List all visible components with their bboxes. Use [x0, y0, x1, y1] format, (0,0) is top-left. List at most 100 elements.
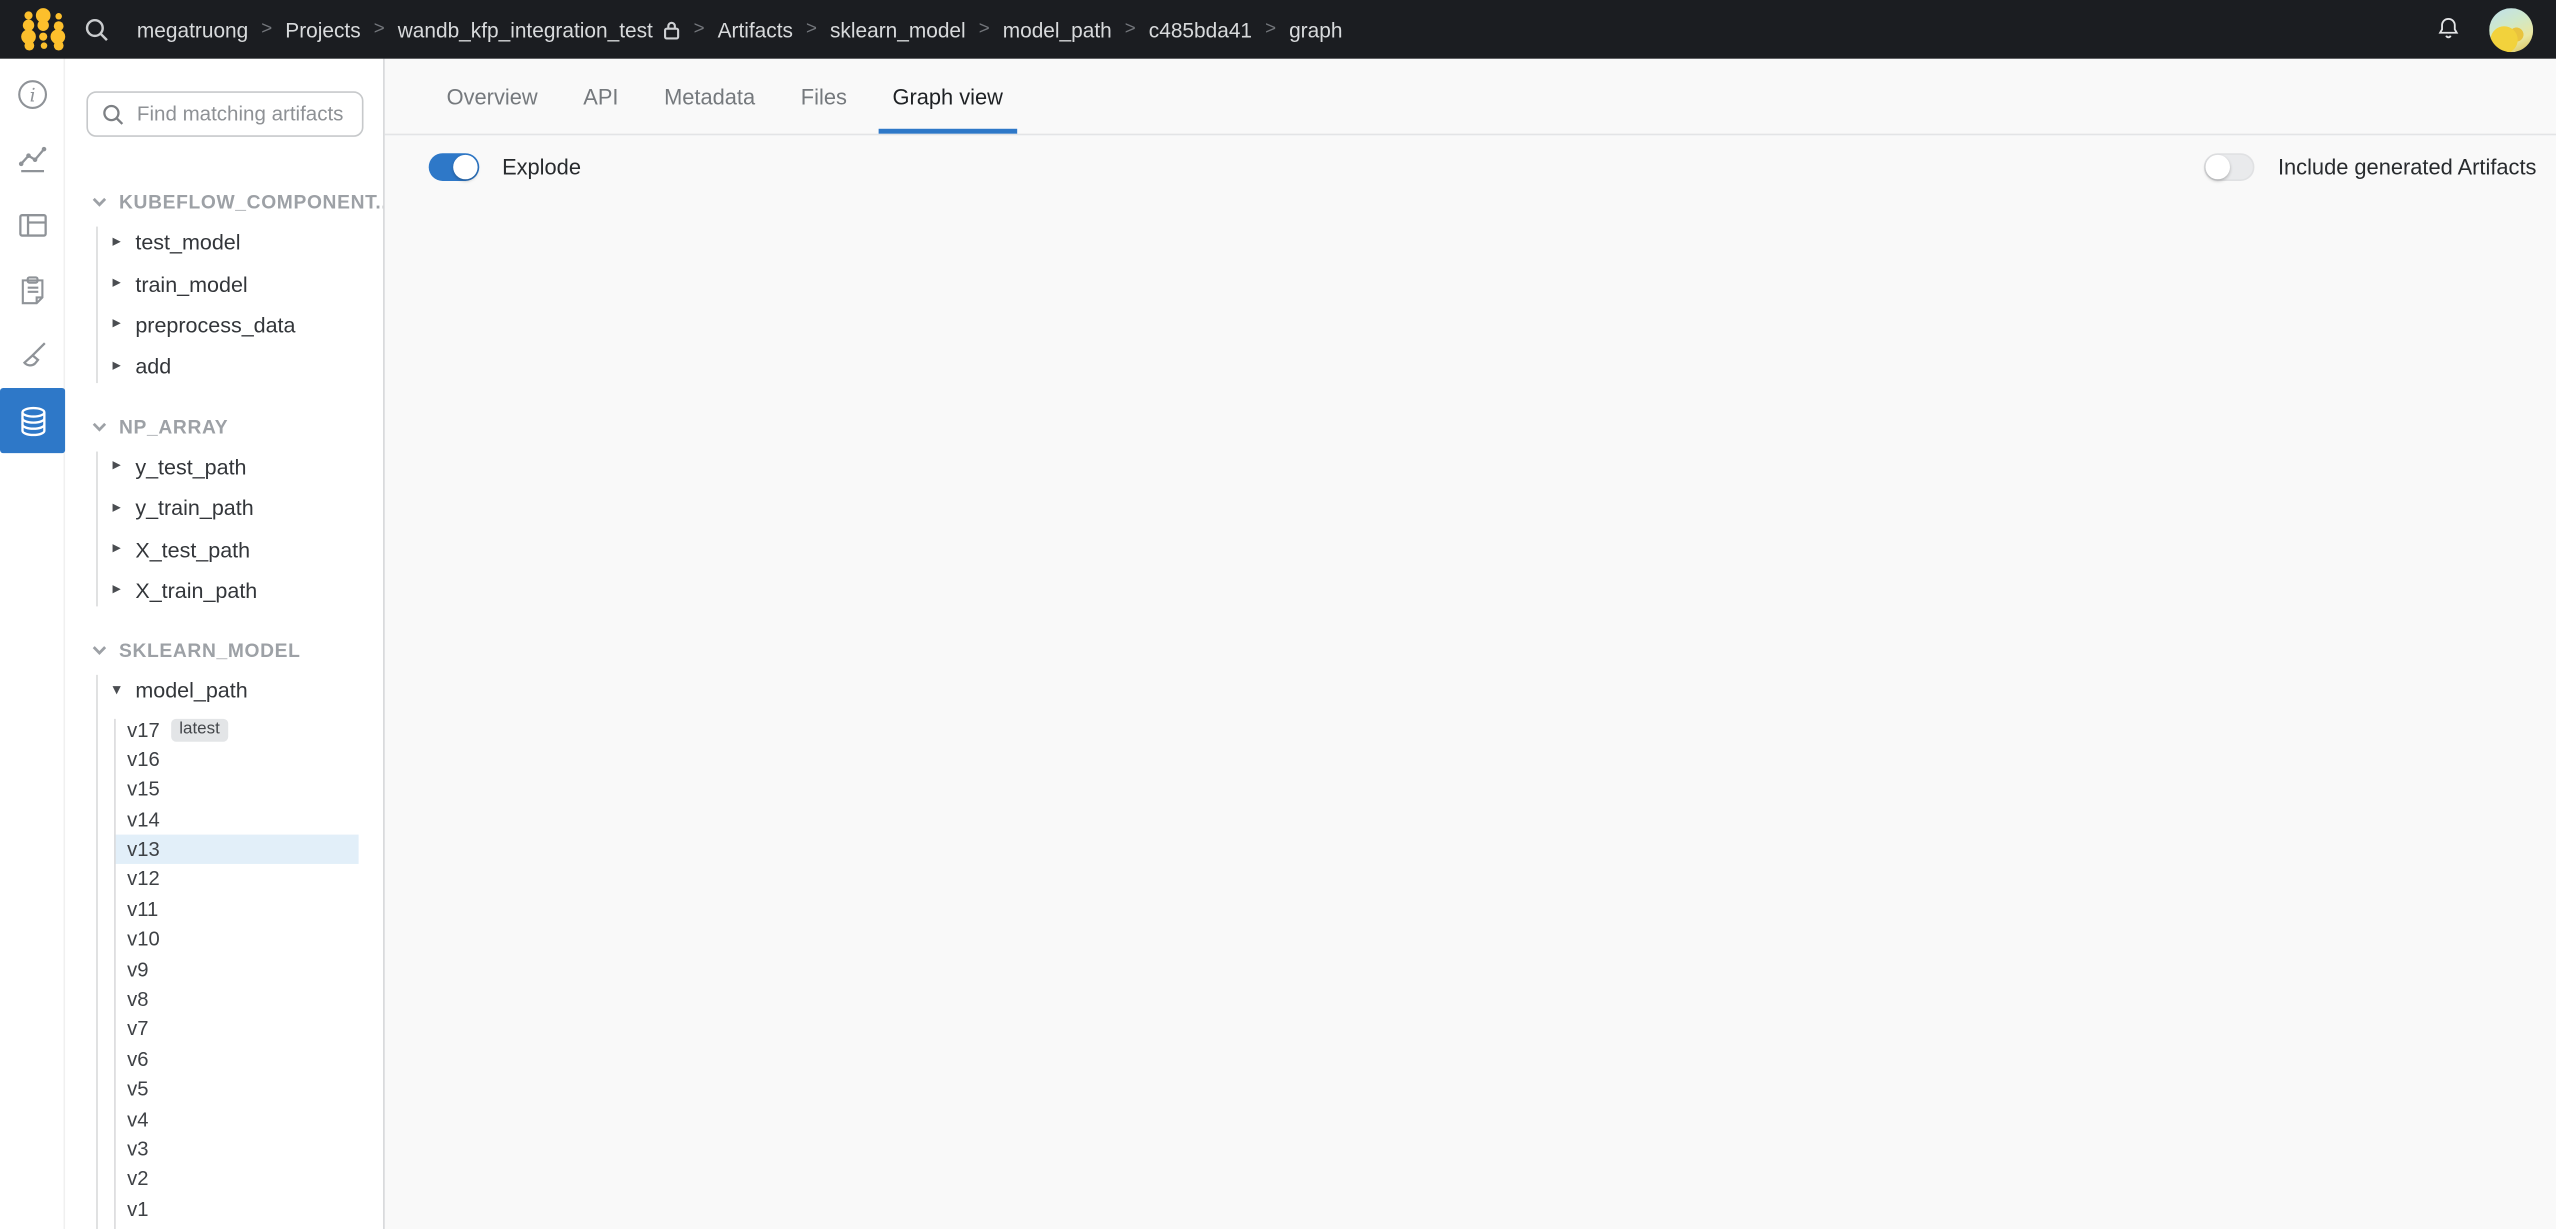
- breadcrumb-separator: >: [693, 19, 705, 40]
- version-item-v6[interactable]: v6: [127, 1047, 149, 1071]
- sidebar-item-y-test-path[interactable]: ▸y_test_path: [112, 454, 247, 479]
- caret-right-icon: ▸: [112, 456, 121, 475]
- version-item-v15[interactable]: v15: [127, 778, 160, 801]
- version-item-v10[interactable]: v10: [127, 927, 160, 951]
- breadcrumb-item-artifacts[interactable]: Artifacts: [717, 17, 793, 42]
- caret-down-icon: ▾: [112, 681, 121, 700]
- tree-section-kubeflow-component[interactable]: KUBEFLOW_COMPONENT...: [65, 183, 383, 222]
- search-input[interactable]: [136, 102, 349, 126]
- sidebar-item-x-train-path[interactable]: ▸X_train_path: [112, 578, 258, 604]
- caret-right-icon: ▸: [112, 315, 121, 334]
- tree-indent-guide: [96, 226, 98, 383]
- top-navigation-bar: megatruong > Projects > wandb_kfp_integratio…: [0, 0, 2556, 59]
- graph-toolbar: Explode Include generated Artifacts: [385, 135, 2556, 203]
- rail-item-logs[interactable]: [0, 258, 65, 323]
- toggle-knob: [453, 154, 478, 180]
- breadcrumb-item-c485bda41[interactable]: c485bda41: [1148, 17, 1253, 42]
- explode-toggle-group: Explode: [428, 153, 581, 181]
- include-generated-label: Include generated Artifacts: [2277, 154, 2537, 180]
- svg-text:i: i: [30, 85, 36, 106]
- artifact-search-box[interactable]: [86, 91, 364, 137]
- toggle-knob: [2206, 154, 2231, 180]
- version-item-v1[interactable]: v1: [127, 1197, 149, 1221]
- tab-graph-view[interactable]: Graph view: [870, 59, 1026, 134]
- rail-item-charts[interactable]: [0, 127, 65, 192]
- sidebar-item-preprocess-data[interactable]: ▸preprocess_data: [112, 312, 296, 338]
- tab-overview[interactable]: Overview: [446, 83, 538, 109]
- sidebar-item-y-train-path[interactable]: ▸y_train_path: [112, 495, 254, 521]
- tab-files[interactable]: Files: [800, 83, 847, 109]
- breadcrumb-item-projects[interactable]: Projects: [285, 17, 361, 42]
- main-content: Overview API Metadata Files Graph view Explo…: [384, 58, 2556, 1229]
- artifacts-icon: [14, 402, 51, 439]
- tab-metadata[interactable]: Metadata: [664, 83, 756, 109]
- breadcrumb-item-model-path[interactable]: model_path: [1002, 17, 1112, 42]
- version-item-v11[interactable]: v11: [127, 897, 159, 921]
- rail-item-info[interactable]: i: [0, 62, 65, 127]
- logs-icon: [15, 272, 51, 308]
- explode-toggle-label: Explode: [502, 154, 581, 180]
- chevron-down-icon: [91, 420, 107, 433]
- info-icon: i: [15, 77, 51, 113]
- latest-badge: latest: [171, 718, 228, 742]
- tree-indent-guide: [96, 675, 98, 1229]
- version-item-v13[interactable]: v13: [114, 834, 359, 865]
- version-item-v5[interactable]: v5: [127, 1077, 149, 1101]
- caret-right-icon: ▸: [112, 498, 121, 517]
- charts-icon: [15, 142, 51, 178]
- breadcrumb-item-wandb-kfp-integration-test[interactable]: wandb_kfp_integration_test: [398, 17, 681, 42]
- breadcrumb-separator: >: [978, 19, 990, 40]
- version-item-v2[interactable]: v2: [127, 1167, 149, 1191]
- tab-api[interactable]: API: [583, 83, 619, 109]
- breadcrumb-separator: >: [806, 19, 817, 40]
- tree-indent-guide: [96, 450, 98, 607]
- version-item-v7[interactable]: v7: [127, 1017, 149, 1041]
- include-generated-toggle[interactable]: [2204, 153, 2256, 181]
- user-avatar[interactable]: [2489, 7, 2534, 52]
- tab-bar: Overview API Metadata Files Graph view: [384, 59, 2556, 136]
- search-icon[interactable]: [83, 15, 111, 43]
- tree-indent-guide: [113, 718, 115, 1229]
- version-item-v9[interactable]: v9: [127, 957, 149, 981]
- breadcrumb-separator: >: [261, 19, 273, 40]
- caret-right-icon: ▸: [112, 273, 121, 292]
- breadcrumb-separator: >: [1265, 19, 1277, 40]
- tree-section-sklearn-model[interactable]: SKLEARN_MODEL: [65, 631, 383, 670]
- notifications-bell-icon[interactable]: [2434, 15, 2463, 44]
- chevron-down-icon: [91, 644, 107, 657]
- version-item-v3[interactable]: v3: [127, 1137, 149, 1161]
- version-item-v16[interactable]: v16: [127, 748, 160, 771]
- sidebar-item-train-model[interactable]: ▸train_model: [112, 271, 248, 296]
- breadcrumb-item-graph[interactable]: graph: [1289, 17, 1343, 42]
- rail-item-tables[interactable]: [0, 192, 65, 257]
- caret-right-icon: ▸: [112, 539, 121, 558]
- tree-section-np-array[interactable]: NP_ARRAY: [65, 407, 383, 446]
- search-icon: [101, 102, 125, 126]
- chevron-down-icon: [91, 196, 107, 209]
- sidebar-item-model-path[interactable]: ▾model_path: [112, 678, 248, 704]
- sidebar-item-add[interactable]: ▸add: [112, 354, 172, 379]
- wandb-logo-icon[interactable]: [18, 8, 66, 52]
- artifact-tree: KUBEFLOW_COMPONENT... ▸test_model ▸train_m…: [65, 163, 383, 1229]
- left-icon-rail: i: [0, 58, 66, 1229]
- sidebar-item-test-model[interactable]: ▸test_model: [112, 230, 241, 255]
- version-item-v4[interactable]: v4: [127, 1107, 149, 1131]
- version-item-v12[interactable]: v12: [127, 867, 160, 891]
- sidebar-item-x-test-path[interactable]: ▸X_test_path: [112, 537, 251, 562]
- include-generated-toggle-group: Include generated Artifacts: [2204, 153, 2537, 181]
- breadcrumb-separator: >: [373, 19, 385, 40]
- caret-right-icon: ▸: [112, 232, 121, 251]
- rail-item-artifacts[interactable]: [0, 387, 66, 454]
- breadcrumb-item-sklearn-model[interactable]: sklearn_model: [830, 17, 966, 42]
- version-item-v0[interactable]: v0: [114, 1224, 359, 1229]
- rail-item-sweeps[interactable]: [0, 323, 65, 388]
- lock-icon: [661, 19, 681, 40]
- version-item-v8[interactable]: v8: [127, 987, 149, 1011]
- breadcrumb-item-megatruong[interactable]: megatruong: [136, 17, 249, 42]
- breadcrumb-separator: >: [1124, 19, 1136, 40]
- version-item-v14[interactable]: v14: [127, 808, 160, 831]
- artifact-sidebar: KUBEFLOW_COMPONENT... ▸test_model ▸train_m…: [65, 58, 385, 1229]
- explode-toggle[interactable]: [428, 153, 480, 181]
